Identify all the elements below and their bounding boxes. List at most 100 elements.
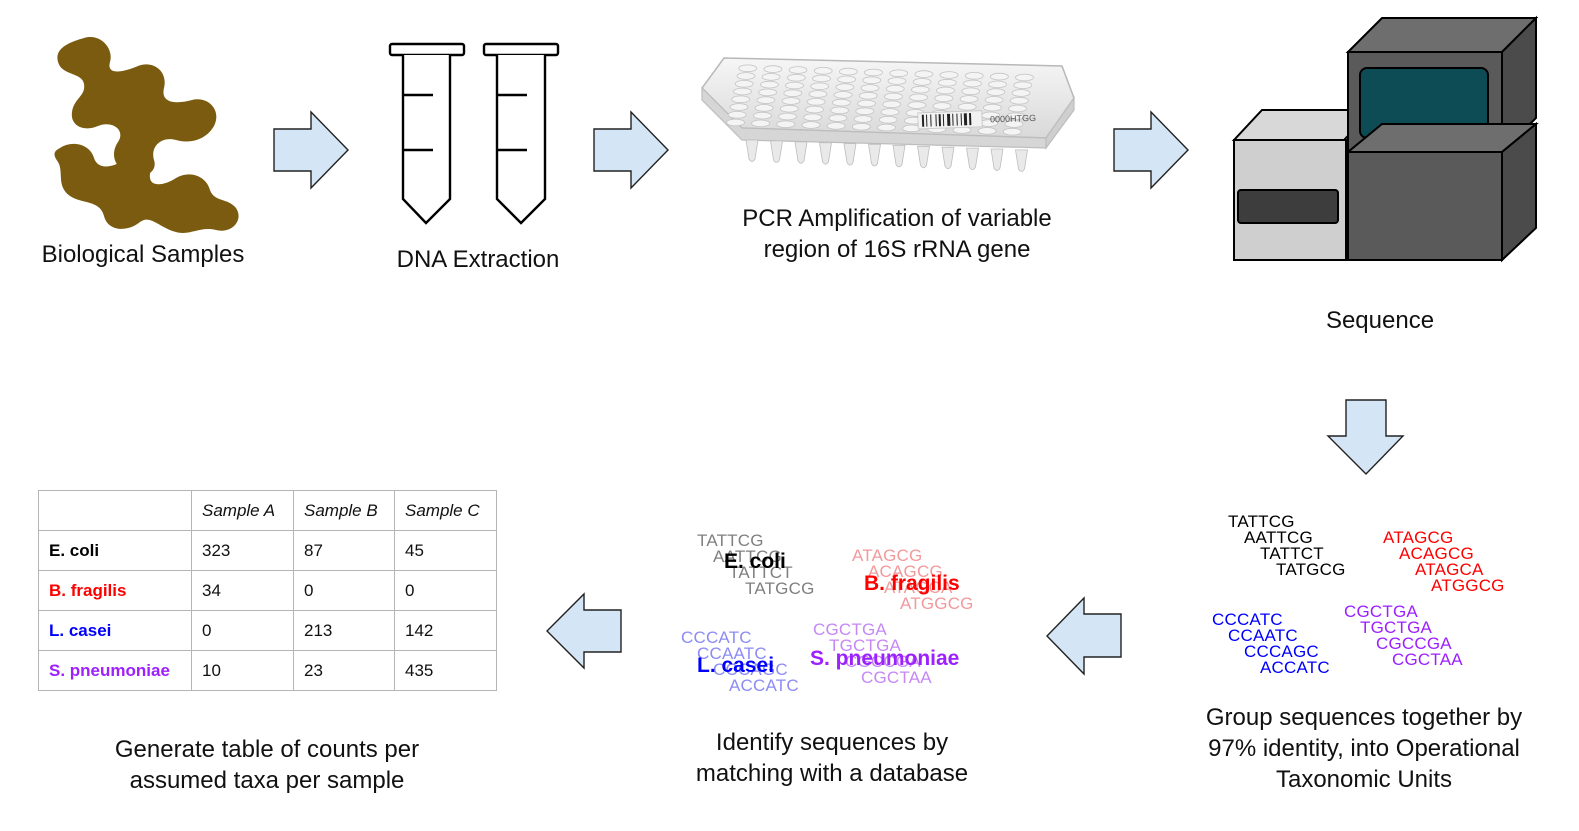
- pcr-tip: [941, 146, 955, 170]
- pcr-well: [781, 97, 801, 105]
- pcr-tip: [892, 145, 906, 168]
- otu-seq: TGCTGA: [1360, 618, 1433, 637]
- pcr-well: [911, 85, 930, 94]
- pcr-well: [738, 64, 758, 73]
- pcr-well: [914, 70, 934, 78]
- pcr-well: [1004, 120, 1024, 128]
- pcr-well: [984, 96, 1004, 104]
- otu-seq: CGCCGA: [1376, 634, 1452, 653]
- pcr-well: [726, 118, 745, 127]
- pcr-well: [751, 119, 770, 128]
- species-name-lcasei: L. casei: [697, 654, 775, 677]
- sample-blob-top: [57, 37, 217, 177]
- pcr-well: [778, 112, 797, 121]
- pcr-well: [939, 71, 959, 79]
- table-taxon-cell: L. casei: [38, 610, 192, 651]
- pcr-well: [912, 78, 932, 86]
- pcr-well: [1008, 104, 1027, 113]
- pcr-well: [832, 98, 851, 107]
- table-cell: 142: [394, 610, 497, 651]
- pcr-well: [1013, 81, 1033, 89]
- pcr-tip: [770, 140, 783, 163]
- sample-blob-bottom: [54, 143, 239, 233]
- faded-seq: CCCATC: [681, 628, 752, 647]
- pcr-well: [909, 93, 928, 102]
- table-cell: 45: [394, 530, 497, 571]
- table-taxon-cell: E. coli: [38, 530, 192, 571]
- test-tube-icon-left: [388, 42, 466, 225]
- table-cell: 213: [293, 610, 395, 651]
- pcr-well: [936, 86, 955, 95]
- otu-seq: ACAGCG: [1399, 544, 1474, 563]
- pcr-well: [733, 87, 752, 96]
- table-cell: 10: [191, 650, 294, 691]
- label-pcr-amplification: PCR Amplification of variable region of …: [700, 203, 1094, 265]
- arrow-pcr-to-sequence: [1113, 110, 1189, 190]
- pcr-well: [1009, 96, 1029, 105]
- pcr-well: [785, 81, 804, 90]
- pcr-well: [810, 82, 830, 91]
- pcr-well: [833, 91, 853, 99]
- faded-seq: ATAGCG: [852, 546, 923, 565]
- counts-table: Sample A Sample B Sample C E. coli 323 8…: [38, 490, 497, 691]
- pcr-well: [986, 88, 1006, 96]
- pcr-tip: [843, 143, 857, 166]
- barcode-bar: [926, 114, 928, 127]
- pcr-well: [885, 85, 905, 93]
- pcr-well: [788, 66, 808, 74]
- pcr-well: [837, 75, 856, 84]
- pcr-well: [907, 101, 927, 109]
- pcr-well: [937, 78, 957, 87]
- pcr-plate-barcode-icon: 0000HTGG: [917, 110, 1036, 130]
- pcr-well: [857, 99, 876, 108]
- pcr-well: [851, 122, 871, 131]
- pcr-well: [961, 87, 981, 96]
- faded-seq: CGCCGA: [845, 652, 921, 671]
- faded-seq: ATAGCA: [884, 578, 953, 597]
- pcr-well: [1011, 89, 1031, 97]
- label-dna-extraction: DNA Extraction: [396, 246, 560, 273]
- table-header-cell: Sample C: [394, 490, 497, 531]
- barcode-bar: [921, 114, 925, 127]
- label-group-line3: Taxonomic Units: [1275, 766, 1453, 793]
- pcr-well: [988, 80, 1007, 89]
- pcr-tip: [868, 144, 881, 167]
- pcr-well: [826, 122, 846, 130]
- pcr-well: [786, 73, 806, 82]
- barcode-bar: [930, 114, 932, 127]
- pcr-well: [828, 114, 848, 122]
- arrow-sequence-to-group: [1326, 399, 1405, 475]
- barcode-bar: [963, 113, 968, 126]
- pcr-well: [858, 91, 878, 100]
- pcr-well: [860, 84, 880, 92]
- pcr-well: [803, 113, 823, 122]
- faded-seq: TGCTGA: [829, 636, 902, 655]
- otu-seq: CCCATC: [1212, 610, 1283, 629]
- pcr-tip: [966, 147, 979, 170]
- pcr-well: [1015, 73, 1034, 82]
- pcr-well: [882, 100, 902, 109]
- biological-samples-icon: [54, 37, 239, 233]
- pcr-well: [884, 92, 903, 101]
- pcr-well: [805, 105, 824, 114]
- pcr-well: [727, 111, 747, 119]
- pcr-tip: [917, 145, 930, 169]
- pcr-well: [734, 80, 754, 88]
- arrow-dna-to-pcr: [593, 110, 669, 190]
- barcode-bar: [935, 114, 937, 127]
- barcode-bar: [938, 114, 942, 127]
- table-taxon-cell: B. fragilis: [38, 570, 192, 611]
- pcr-well: [853, 115, 873, 123]
- pcr-well: [754, 104, 774, 112]
- table-cell: 87: [293, 530, 395, 571]
- otu-seq: CGCTGA: [1344, 602, 1418, 621]
- pcr-well: [753, 111, 772, 120]
- pcr-well: [862, 76, 882, 84]
- pcr-well: [729, 103, 749, 111]
- table-header-cell: Sample B: [293, 490, 395, 531]
- label-biological-samples: Biological Samples: [41, 241, 245, 268]
- otu-seq: CGCTAA: [1392, 650, 1463, 669]
- label-table-line1: Generate table of counts per: [114, 736, 420, 763]
